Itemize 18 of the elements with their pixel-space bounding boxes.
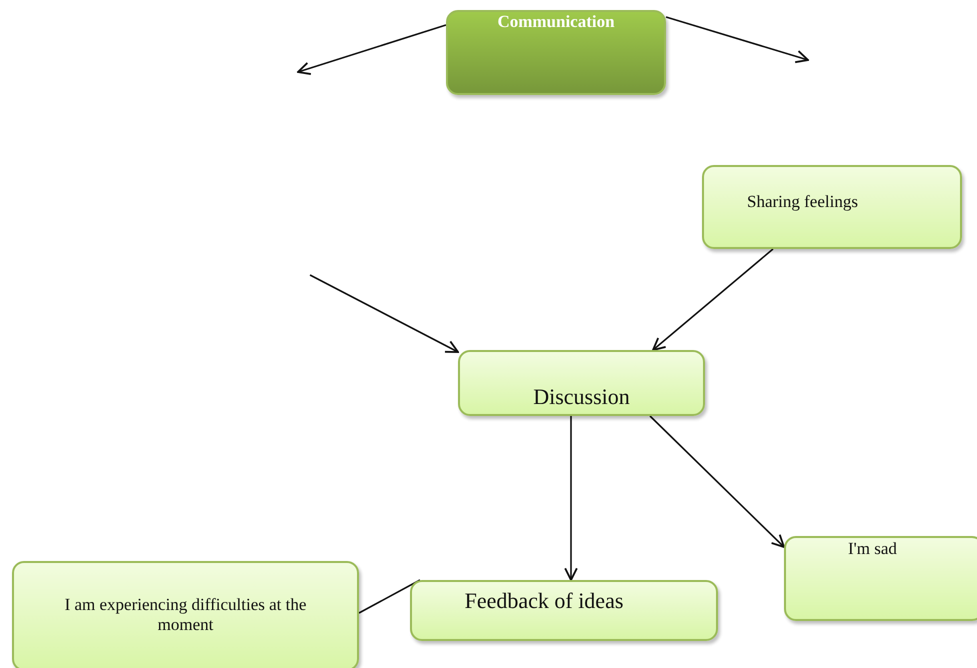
node-text: Feedback of ideas	[464, 588, 624, 614]
rounded-box	[446, 10, 666, 95]
arrow	[649, 415, 785, 548]
arrow	[310, 274, 459, 353]
rounded-box	[12, 561, 359, 668]
node-text: I am experiencing difficulties at the moment	[64, 595, 308, 636]
node-text: I'm sad	[848, 539, 897, 560]
node-text: Discussion	[533, 384, 630, 410]
arrow	[652, 248, 774, 351]
node-text: Sharing feelings	[747, 192, 858, 212]
node-text: Communication	[497, 12, 615, 32]
arrow	[564, 416, 578, 581]
arrow	[666, 16, 809, 64]
rounded-box	[784, 536, 977, 621]
rounded-box	[702, 165, 962, 249]
arrow	[297, 24, 446, 75]
rounded-box	[458, 350, 705, 416]
rounded-box	[410, 580, 718, 641]
